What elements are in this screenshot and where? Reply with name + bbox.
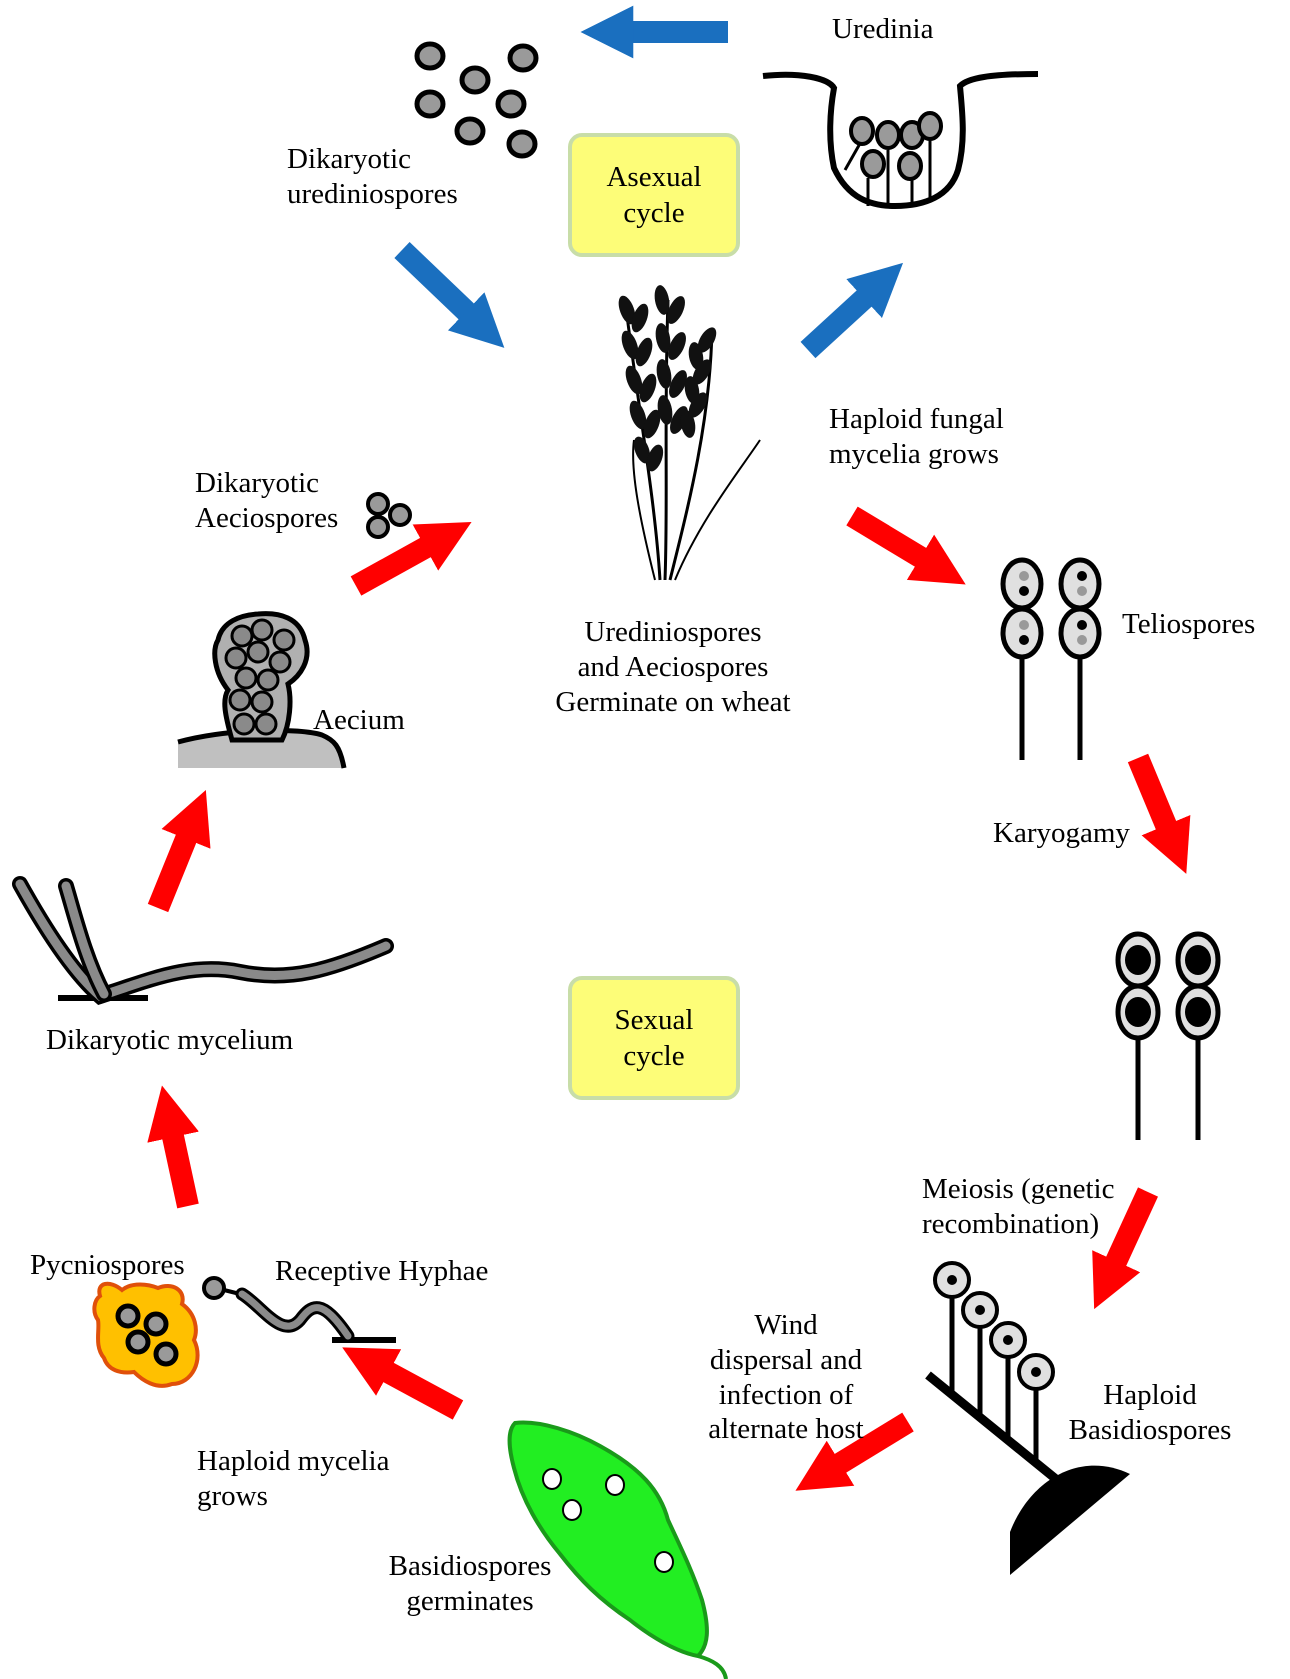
- label-haploid-mycelia-1: Haploid mycelia: [197, 1444, 389, 1479]
- label-pycniospores: Pycniospores: [30, 1248, 185, 1283]
- arrow-meiosis-to-basidia: [1114, 1192, 1148, 1266]
- label-haploid-basidiospores: Haploid Basidiospores: [1060, 1378, 1240, 1448]
- label-aecium: Aecium: [313, 703, 405, 738]
- uredinia-icon: [763, 74, 1038, 206]
- arrow-leaf-to-pycnia: [384, 1370, 458, 1410]
- label-meiosis-2: recombination): [922, 1207, 1114, 1242]
- arrow-mycelium-to-aecium: [158, 834, 188, 908]
- label-dikaryotic-urediniospores-2: urediniospores: [287, 177, 458, 212]
- label-karyogamy: Karyogamy: [993, 816, 1130, 851]
- karyogamy-teliospores-icon: [1118, 934, 1218, 1140]
- label-dikaryotic-mycelium: Dikaryotic mycelium: [46, 1023, 293, 1058]
- label-meiosis-1: Meiosis (genetic: [922, 1172, 1114, 1207]
- aeciospores-icon: [368, 494, 410, 537]
- label-germinate-2: and Aeciospores: [528, 650, 818, 685]
- teliospores-icon: [1003, 560, 1099, 760]
- label-haploid-fungal-mycelia-2: mycelia grows: [829, 437, 1004, 472]
- label-basidiospores-germinates-2: germinates: [370, 1584, 570, 1619]
- label-dikaryotic-aeciospores-2: Aeciospores: [195, 501, 338, 536]
- aecium-icon: [178, 614, 344, 768]
- arrow-teliospores-karyogamy: [1138, 758, 1168, 830]
- arrow-urediniospores-to-wheat: [402, 250, 470, 315]
- arrow-aecium-to-wheat: [356, 545, 430, 586]
- label-dikaryotic-aeciospores-1: Dikaryotic: [195, 466, 338, 501]
- label-germinate-3: Germinate on wheat: [528, 685, 818, 720]
- label-basidiospores-germinates-1: Basidiospores: [370, 1549, 570, 1584]
- arrow-pycnia-to-mycelium: [172, 1132, 188, 1206]
- arrow-wheat-to-teliospores: [852, 516, 925, 560]
- sexual-cycle-box: Sexual cycle: [568, 976, 740, 1100]
- urediniospores-icon: [417, 44, 536, 156]
- label-receptive-hyphae: Receptive Hyphae: [275, 1254, 488, 1289]
- label-haploid-mycelia-2: grows: [197, 1479, 389, 1514]
- sexual-cycle-line-2: cycle: [623, 1038, 684, 1074]
- label-dikaryotic-aeciospores: Dikaryotic Aeciospores: [195, 466, 338, 536]
- label-meiosis: Meiosis (genetic recombination): [922, 1172, 1114, 1242]
- label-wind-4: alternate host: [688, 1412, 884, 1447]
- sexual-cycle-line-1: Sexual: [615, 1002, 694, 1038]
- label-uredinia: Uredinia: [832, 12, 933, 47]
- arrow-wheat-to-uredinia: [808, 295, 868, 350]
- label-haploid-fungal-mycelia: Haploid fungal mycelia grows: [829, 402, 1004, 472]
- label-dikaryotic-urediniospores-1: Dikaryotic: [287, 142, 458, 177]
- label-germinate-1: Urediniospores: [528, 615, 818, 650]
- pycnia-icon: [94, 1284, 197, 1386]
- label-wind-1: Wind: [688, 1308, 884, 1343]
- label-basidiospores-germinates: Basidiospores germinates: [370, 1549, 570, 1619]
- wheat-icon: [615, 284, 760, 580]
- label-teliospores: Teliospores: [1122, 607, 1255, 642]
- label-germinate-on-wheat: Urediniospores and Aeciospores Germinate…: [528, 615, 818, 719]
- label-wind-2: dispersal and: [688, 1343, 884, 1378]
- label-haploid-mycelia: Haploid mycelia grows: [197, 1444, 389, 1514]
- label-haploid-basidiospores-1: Haploid: [1060, 1378, 1240, 1413]
- asexual-cycle-line-2: cycle: [623, 195, 684, 231]
- asexual-cycle-line-1: Asexual: [606, 159, 701, 195]
- asexual-cycle-box: Asexual cycle: [568, 133, 740, 257]
- label-dikaryotic-urediniospores: Dikaryotic urediniospores: [287, 142, 458, 212]
- label-wind-3: infection of: [688, 1378, 884, 1413]
- dikaryotic-mycelium-icon: [20, 884, 386, 998]
- label-wind-dispersal: Wind dispersal and infection of alternat…: [688, 1308, 884, 1447]
- label-haploid-fungal-mycelia-1: Haploid fungal: [829, 402, 1004, 437]
- label-haploid-basidiospores-2: Basidiospores: [1060, 1413, 1240, 1448]
